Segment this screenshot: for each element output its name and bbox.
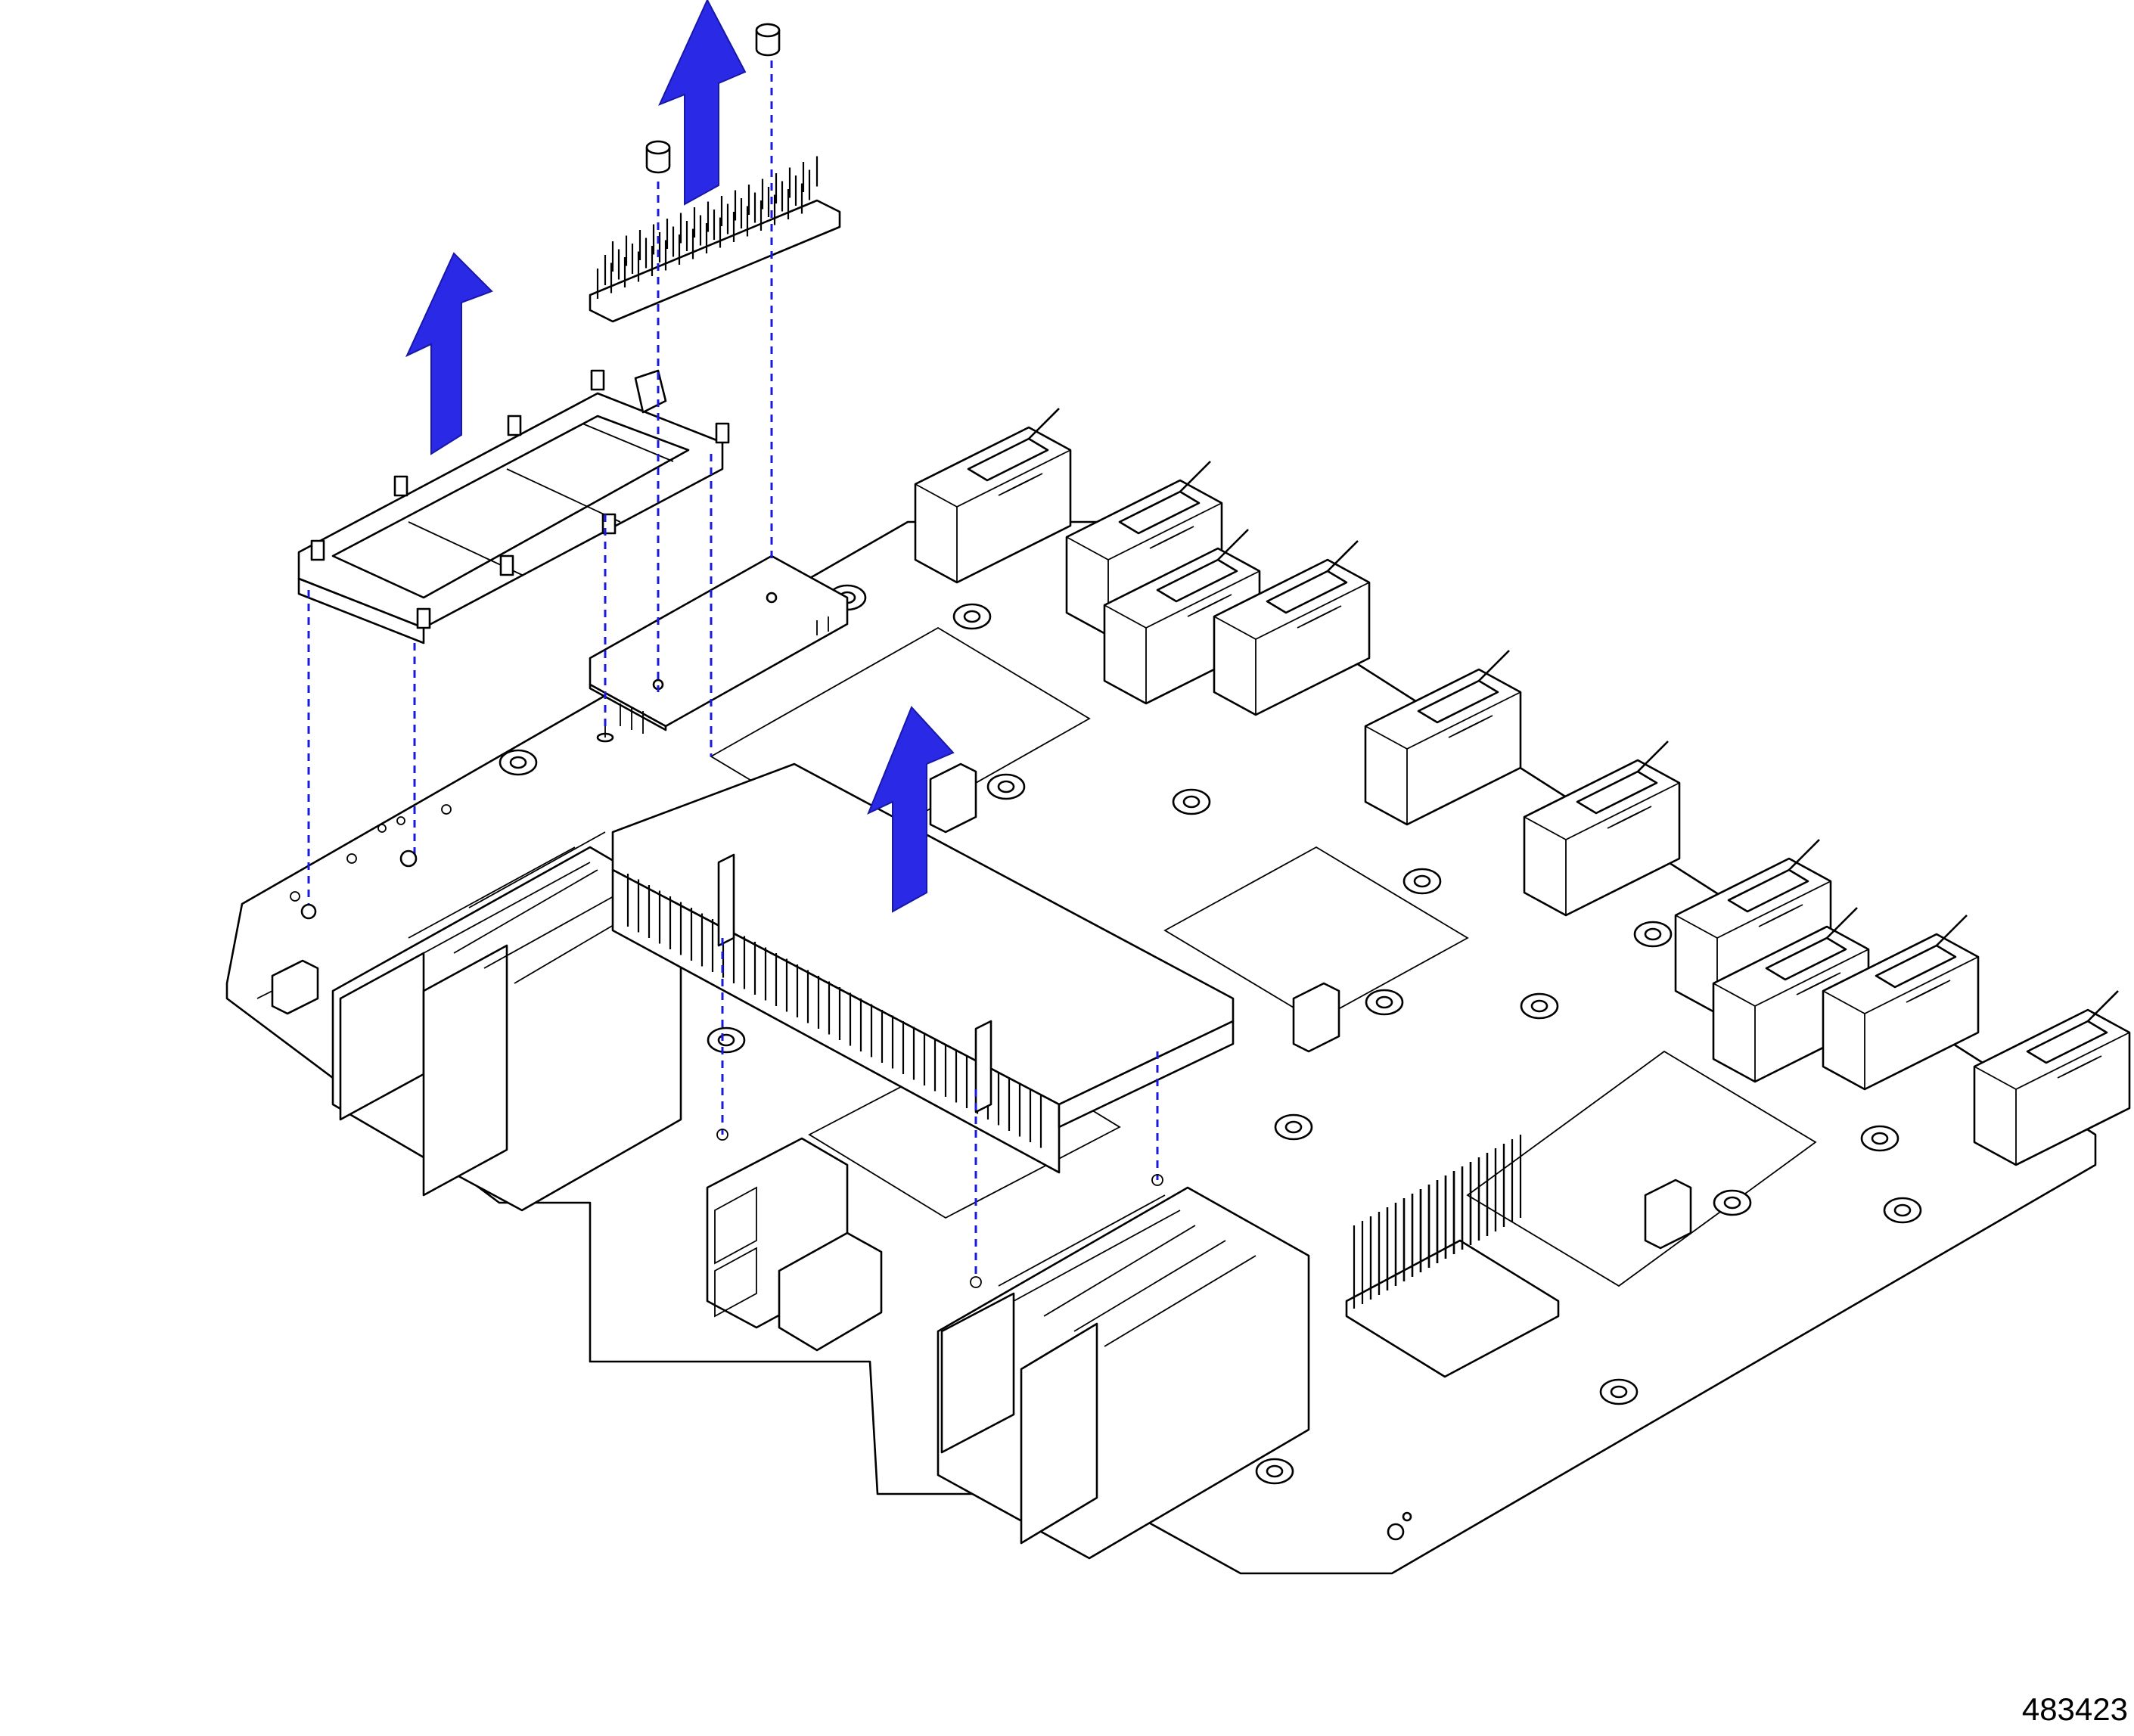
heatsink-fins [626, 874, 1042, 1148]
screw-icon [755, 23, 781, 57]
frame-post [715, 422, 730, 444]
bracket-frame [297, 369, 730, 644]
side-connector [1523, 741, 1681, 917]
mounting-hole [1172, 788, 1211, 815]
side-connector [1364, 650, 1522, 826]
mounting-hole [952, 603, 992, 630]
frame-post [393, 475, 408, 497]
frame-post [416, 607, 431, 629]
mounting-holes [499, 584, 1922, 1485]
alignment-guide-lines [307, 61, 1159, 1278]
side-connector [1973, 990, 2131, 1166]
mounting-hole [1883, 1197, 1922, 1224]
frame-post [507, 415, 522, 436]
mounting-hole [986, 773, 1026, 800]
main-heatsink [611, 762, 1235, 1174]
small-board-connectors [929, 762, 1692, 1250]
right-side-connectors [914, 408, 2131, 1166]
left-connector-cluster [256, 831, 682, 1212]
screw-icon [645, 140, 671, 174]
mounting-hole [707, 1026, 746, 1054]
pin-heatsink-upper [589, 156, 841, 323]
mounting-hole [1274, 1113, 1313, 1141]
arrow-up-icon [405, 252, 493, 455]
mounting-hole [1860, 1125, 1899, 1152]
screw-icon [596, 726, 614, 743]
frame-post [499, 554, 514, 576]
mounting-hole [1402, 868, 1442, 895]
side-connector [914, 408, 1072, 584]
figure-id-label: 483423 [2021, 1691, 2128, 1727]
pin-heatsink-lower [1345, 1135, 1560, 1378]
board-dots [290, 804, 1412, 1541]
arrow-up-icon [658, 0, 747, 206]
mounting-hole [1255, 1458, 1294, 1485]
frame-post [310, 539, 325, 561]
mounting-hole [1599, 1378, 1639, 1405]
side-connector [1822, 915, 1980, 1091]
mounting-hole [1633, 921, 1673, 948]
side-connector [1213, 540, 1371, 716]
mounting-hole [1713, 1189, 1752, 1216]
mounting-hole [499, 749, 538, 776]
arrow-up-icon [867, 706, 955, 913]
frame-post [590, 369, 605, 391]
bottom-connector-cluster [706, 1137, 1310, 1560]
mounting-hole [1365, 989, 1404, 1016]
mounting-hole [1520, 992, 1559, 1020]
